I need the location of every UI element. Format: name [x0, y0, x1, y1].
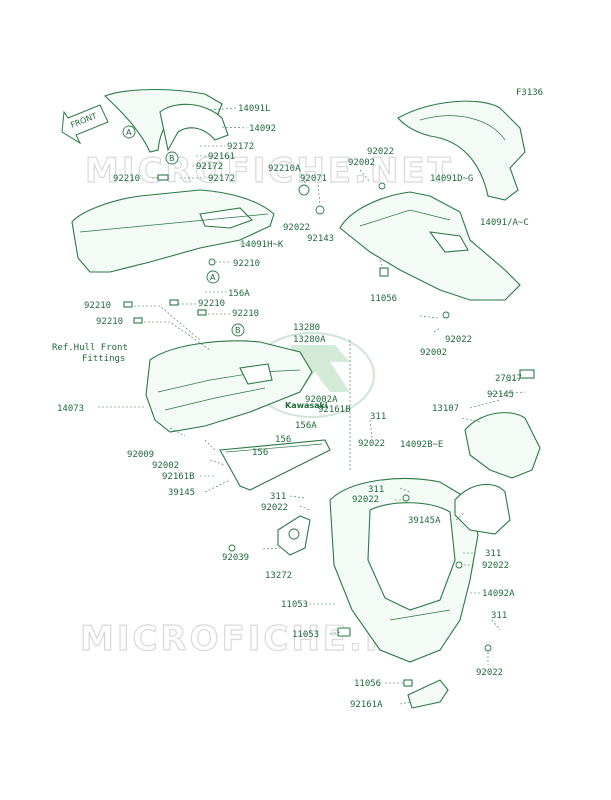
label-311-a: 311 [270, 492, 286, 502]
svg-text:B: B [169, 154, 175, 163]
label-13280A: 13280A [293, 335, 326, 345]
label-92161B-b: 92161B [162, 472, 195, 482]
label-311-b: 311 [370, 412, 386, 422]
label-11056-right: 11056 [370, 294, 397, 304]
label-14091-A-C: 14091/A~C [480, 218, 529, 228]
part-13272 [277, 515, 311, 556]
label-13272: 13272 [265, 571, 292, 581]
label-92022-d: 92022 [482, 561, 509, 571]
part-14091L [103, 89, 229, 153]
part-14092B-E [464, 412, 541, 479]
label-92210-b: 92210 [233, 259, 260, 269]
callout-b-lower: B [231, 323, 245, 337]
label-311-e: 311 [491, 611, 507, 621]
label-92022-b: 92022 [358, 439, 385, 449]
label-92161A: 92161A [350, 700, 383, 710]
label-14091L: 14091L [238, 104, 271, 114]
label-92172-c: 92172 [208, 174, 235, 184]
label-92002A: 92002A [305, 395, 338, 405]
part-labels: 14091L 14092 92172 92161 92172 92172 922… [52, 104, 529, 710]
label-92210-d: 92210 [198, 299, 225, 309]
label-92009: 92009 [127, 450, 154, 460]
part-39145 [219, 439, 331, 491]
label-92022-top-right: 92022 [367, 147, 394, 157]
leader-lines [98, 107, 526, 705]
part-11053 [337, 627, 351, 637]
callout-a-lower: A [206, 270, 220, 284]
label-311-d: 311 [485, 549, 501, 559]
label-92002-top-right: 92002 [348, 158, 375, 168]
label-92143: 92143 [307, 234, 334, 244]
label-92022-e: 92022 [476, 668, 503, 678]
watermark-top: MICROFICHE.NET [85, 151, 454, 191]
label-14092: 14092 [249, 124, 276, 134]
front-arrow-icon: FRONT [61, 104, 109, 145]
label-11056-bottom: 11056 [354, 679, 381, 689]
label-92002-right: 92002 [420, 348, 447, 358]
label-92161: 92161 [208, 152, 235, 162]
label-92002-left: 92002 [152, 461, 179, 471]
label-311-c: 311 [368, 485, 384, 495]
label-92022-c: 92022 [352, 495, 379, 505]
svg-text:A: A [210, 273, 216, 282]
label-92161B-a: 92161B [318, 405, 351, 415]
part-14091-A-C [339, 191, 521, 301]
label-92039: 92039 [222, 553, 249, 563]
label-11053-b: 11053 [292, 630, 319, 640]
label-92210A: 92210A [268, 164, 301, 174]
label-92210-e: 92210 [96, 317, 123, 327]
part-39145A [454, 483, 511, 535]
hardware-markers [123, 174, 535, 687]
label-92210-top: 92210 [113, 174, 140, 184]
label-39145: 39145 [168, 488, 195, 498]
label-92022-a: 92022 [261, 503, 288, 513]
label-92022-center: 92022 [283, 223, 310, 233]
label-14073: 14073 [57, 404, 84, 414]
label-156-b: 156 [252, 448, 268, 458]
label-92022-right: 92022 [445, 335, 472, 345]
label-156-a: 156 [275, 435, 291, 445]
label-156A-b: 156A [295, 421, 317, 431]
kawasaki-logo-text: Kawasaki [285, 401, 328, 410]
label-92210-f: 92210 [232, 309, 259, 319]
label-156A-top: 156A [228, 289, 250, 299]
label-39145A: 39145A [408, 516, 441, 526]
callout-b-upper: B [165, 151, 179, 165]
part-14091H-K [71, 189, 275, 273]
label-92145: 92145 [487, 390, 514, 400]
label-fittings: Fittings [82, 354, 125, 364]
label-ref-hull: Ref.Hull Front [52, 343, 128, 353]
part-14073 [145, 340, 313, 433]
svg-text:A: A [126, 128, 132, 137]
label-92210-c: 92210 [84, 301, 111, 311]
label-11053-a: 11053 [281, 600, 308, 610]
label-14092A: 14092A [482, 589, 515, 599]
part-14092A [329, 478, 479, 663]
label-14091H-K: 14091H~K [240, 240, 284, 250]
label-14091D-G: 14091D~G [430, 174, 473, 184]
label-92071: 92071 [300, 174, 327, 184]
part-14091D-G [397, 100, 526, 201]
label-27017: 27017 [495, 374, 522, 384]
label-92172-a: 92172 [227, 142, 254, 152]
label-92172-b: 92172 [196, 162, 223, 172]
label-13280: 13280 [293, 323, 320, 333]
svg-text:B: B [235, 326, 241, 335]
figure-code: F3136 [516, 88, 543, 98]
label-14092B-E: 14092B~E [400, 440, 443, 450]
part-92161A [407, 679, 449, 709]
label-13107: 13107 [432, 404, 459, 414]
callout-a-upper: A [122, 125, 136, 139]
